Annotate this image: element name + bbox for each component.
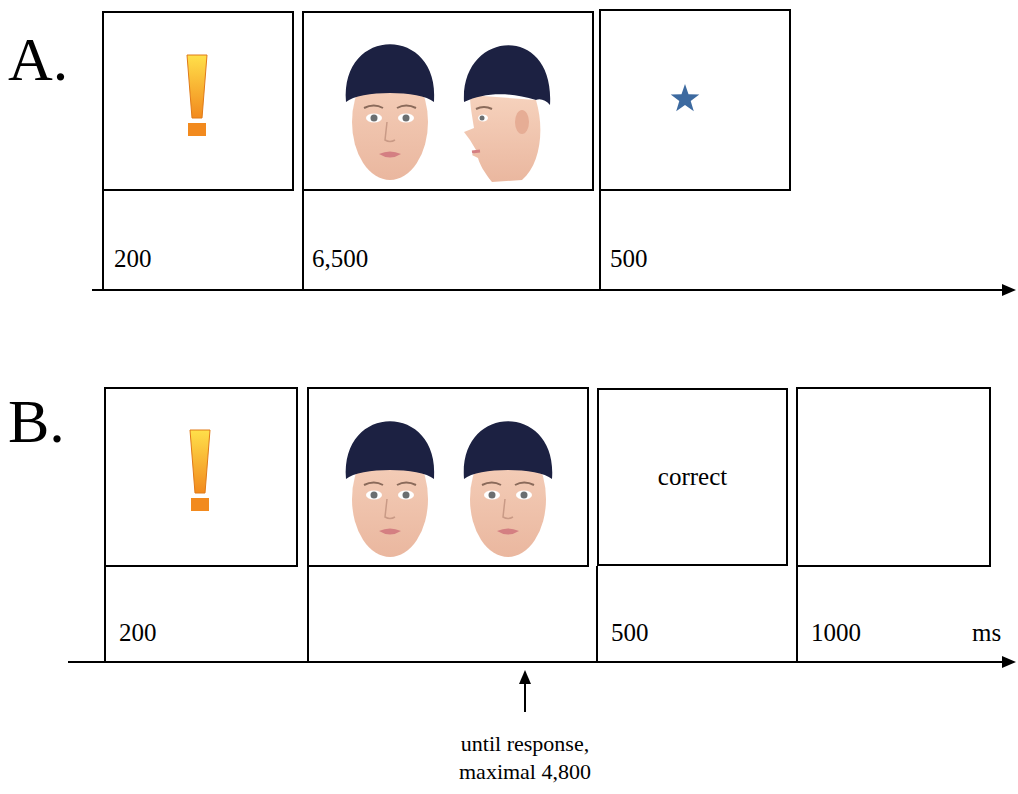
face-front: [346, 421, 435, 557]
duration-label: 500: [610, 246, 648, 271]
duration-label: 6,500: [312, 246, 368, 271]
feedback-text: correct: [658, 463, 727, 491]
duration-label: 200: [114, 246, 152, 271]
star-symbol: [671, 84, 700, 111]
unit-label: ms: [972, 620, 1001, 645]
face-front: [346, 44, 435, 180]
face-front: [464, 421, 553, 557]
panel-letter: B.: [8, 390, 65, 452]
face-profile: [464, 45, 550, 182]
response-note: until response, maximal 4,800: [435, 730, 615, 786]
stimulus-frame: correct: [597, 388, 788, 566]
alert-icon: [187, 55, 207, 136]
duration-label: 1000: [811, 620, 861, 645]
duration-label: 200: [119, 620, 157, 645]
panel-letter: A.: [8, 28, 68, 90]
alert-icon: [190, 430, 210, 511]
duration-label: 500: [611, 620, 649, 645]
